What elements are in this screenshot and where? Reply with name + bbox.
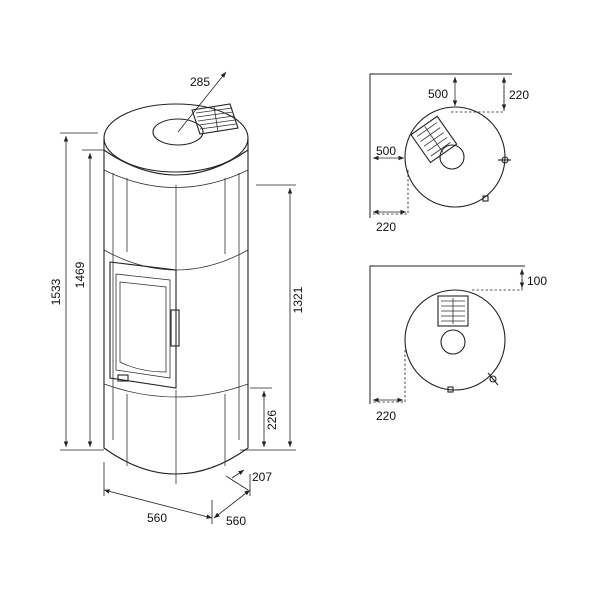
band-door-bottom bbox=[103, 383, 249, 398]
label-top-flue: 285 bbox=[190, 75, 210, 89]
wall-walls bbox=[369, 265, 525, 404]
wall-stove-grille bbox=[437, 295, 469, 327]
stove-elevation bbox=[103, 103, 249, 484]
dim-air-inlet-offset: 207 bbox=[225, 469, 272, 491]
corner-knob-bottom bbox=[482, 195, 489, 202]
wall-stove-outline bbox=[404, 289, 506, 391]
label-height-body: 1469 bbox=[73, 261, 87, 288]
band-top bbox=[103, 169, 249, 188]
wall-stove-flue bbox=[440, 329, 466, 355]
air-control-lever bbox=[117, 374, 129, 382]
label-wall-side: 220 bbox=[376, 409, 396, 423]
dim-height-air-inlet: 226 bbox=[250, 387, 279, 447]
label-corner-side-a: 500 bbox=[428, 87, 448, 101]
corner-stove-outline bbox=[404, 106, 506, 208]
dim-width-base: 560 bbox=[213, 474, 251, 528]
top-flue-collar bbox=[152, 118, 204, 146]
dim-height-total: 1533 bbox=[49, 132, 104, 451]
label-air-inlet-offset: 207 bbox=[252, 470, 272, 484]
door-handle bbox=[170, 309, 180, 347]
stove-top-plate bbox=[103, 103, 249, 173]
dim-top-flue: 285 bbox=[177, 71, 227, 133]
label-height-total: 1533 bbox=[49, 278, 63, 305]
corner-stove-grille bbox=[410, 115, 458, 164]
corner-walls bbox=[369, 73, 512, 218]
wall-knob-right bbox=[489, 375, 497, 383]
firebox-door bbox=[109, 261, 180, 389]
label-width-base: 560 bbox=[226, 514, 246, 528]
dim-depth-base: 560 bbox=[103, 462, 213, 525]
dim-height-body: 1469 bbox=[73, 149, 104, 447]
top-vent-grille bbox=[191, 103, 239, 135]
label-corner-side-b: 500 bbox=[376, 144, 396, 158]
label-depth-base: 560 bbox=[147, 511, 167, 525]
label-height-air-inlet: 226 bbox=[265, 410, 279, 430]
plan-corner-installation: 500 220 500 220 bbox=[369, 73, 529, 234]
plan-wall-installation: 100 220 bbox=[369, 265, 547, 423]
corner-stove-flue bbox=[439, 144, 465, 170]
wall-knob-bottom bbox=[447, 386, 454, 393]
label-corner-wall-a: 220 bbox=[509, 88, 529, 102]
label-corner-wall-b: 220 bbox=[376, 220, 396, 234]
panel-seam-lower bbox=[126, 394, 226, 466]
label-height-flue-outlet: 1321 bbox=[291, 286, 305, 313]
dim-height-flue-outlet: 1321 bbox=[240, 184, 305, 451]
panel-seam-upper bbox=[126, 178, 226, 254]
stove-top-rim bbox=[103, 138, 249, 176]
label-wall-rear: 100 bbox=[527, 274, 547, 288]
